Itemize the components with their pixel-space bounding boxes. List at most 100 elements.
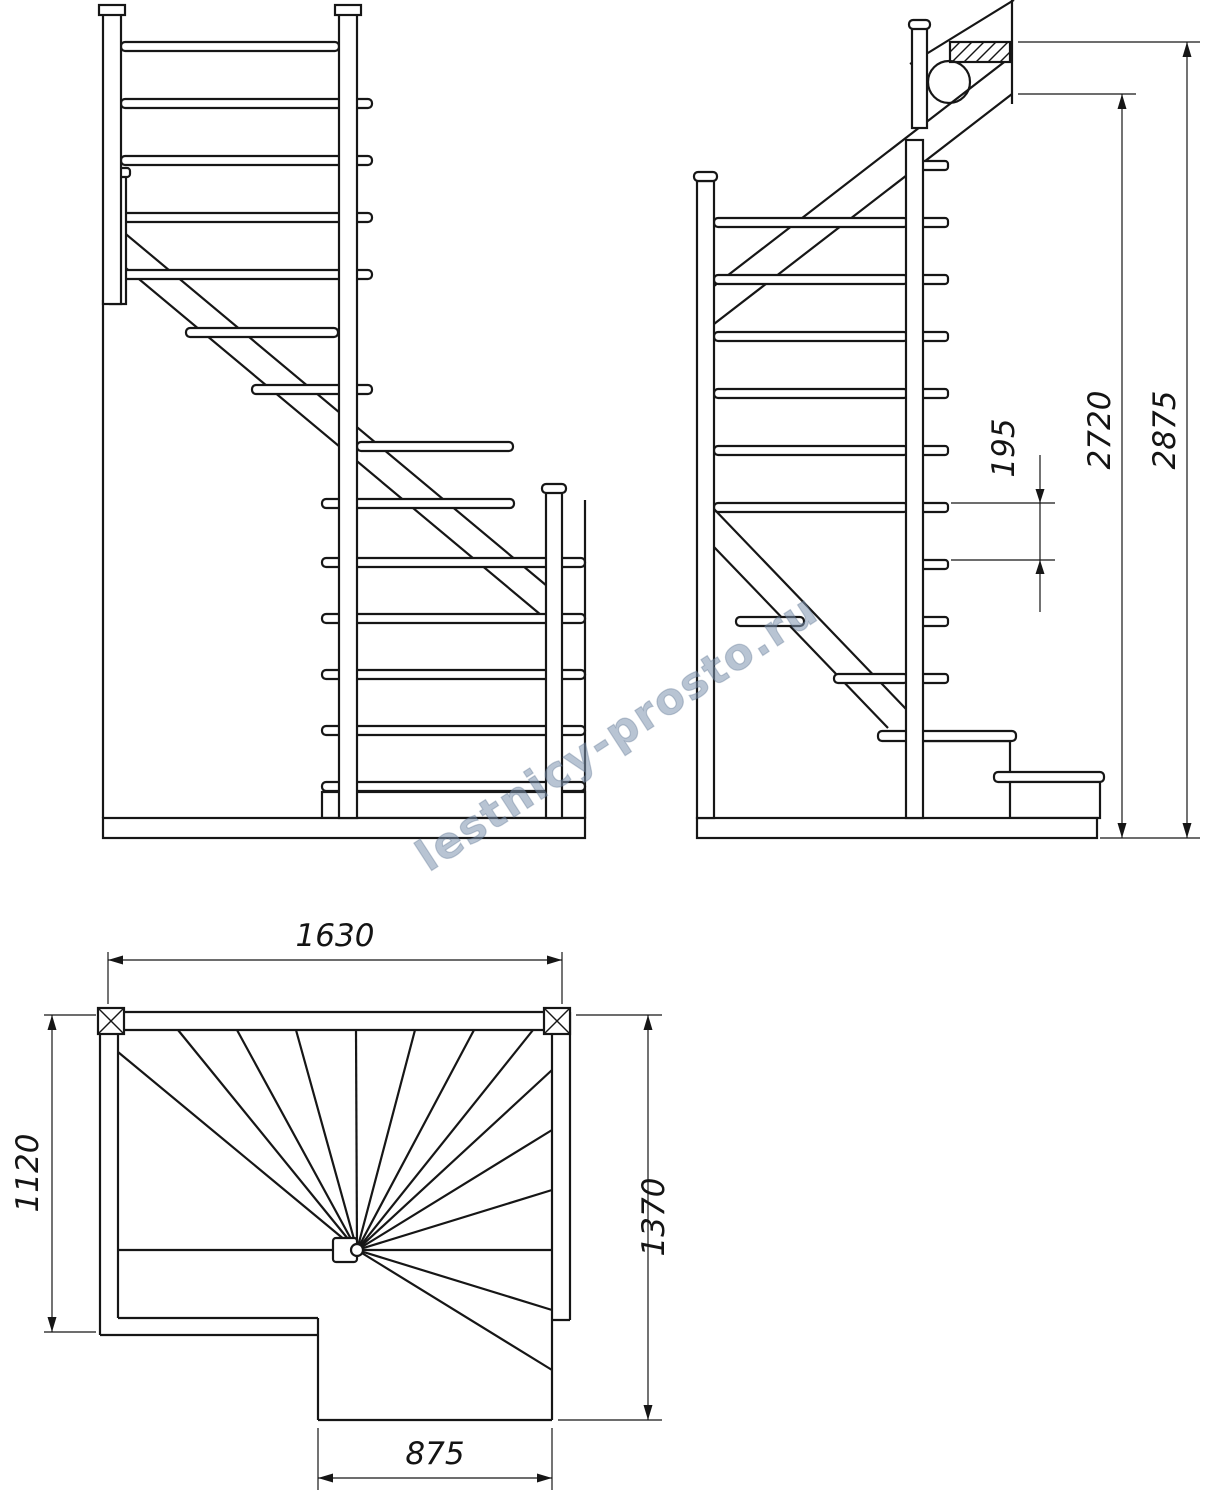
tread-stub	[919, 501, 950, 514]
plan-winder-fan	[117, 1029, 553, 1371]
arrowhead	[1182, 823, 1192, 838]
arrowhead	[537, 1473, 552, 1483]
dimension-value: 1120	[10, 1134, 46, 1213]
arrowhead	[47, 1015, 57, 1030]
plan-center-post	[331, 1236, 365, 1264]
tread-edge	[355, 1029, 417, 1251]
tread-edge	[356, 1129, 553, 1251]
arrowhead	[547, 955, 562, 965]
side-posts	[692, 18, 932, 820]
side-stringer-upper	[713, 55, 1013, 287]
rail-bar	[712, 387, 910, 400]
tread-stub	[919, 273, 950, 286]
rail-bar	[712, 501, 910, 514]
side-base-plate	[695, 816, 1099, 840]
rail-bar	[712, 330, 910, 343]
tread-edge	[354, 1029, 359, 1251]
plan-walls	[98, 1010, 572, 1422]
side-stringer-lower	[713, 93, 1013, 325]
tread-edge	[356, 1069, 553, 1251]
side-rails	[712, 216, 910, 514]
center-post	[337, 12, 359, 820]
rail-bar	[712, 216, 910, 229]
plan-width-dimension: 1630	[107, 918, 563, 1004]
plan-corner-posts	[96, 1006, 572, 1036]
tread-stub	[919, 387, 950, 400]
front-elevation-view	[97, 3, 587, 840]
front-lower-rails	[320, 556, 587, 793]
hatch-line	[999, 51, 1011, 63]
arrowhead	[1182, 42, 1192, 57]
post-cap	[97, 3, 127, 17]
clear-height-dimension: 2720	[1018, 93, 1136, 838]
front-upper-rails	[119, 40, 374, 281]
post-cap	[907, 18, 932, 31]
arrowhead	[1117, 823, 1127, 838]
dimension-value: 2720	[1082, 391, 1118, 470]
front-stringer-upper	[120, 229, 548, 587]
floor-slab	[948, 40, 1012, 64]
arrowhead	[1117, 94, 1127, 109]
plan-right-depth-dimension: 1370	[558, 1014, 672, 1421]
arrowhead	[1035, 560, 1045, 574]
tread-edge	[356, 1249, 553, 1371]
front-base-block	[320, 790, 587, 820]
total-height-dimension: 2875	[1018, 41, 1200, 839]
dimensions: 1630 1120 1370 875	[10, 41, 1200, 1490]
tread-stub	[919, 558, 950, 571]
tread-stub	[919, 159, 950, 172]
dimension-value: 2875	[1147, 391, 1183, 470]
tread-stub	[919, 672, 950, 685]
center-pole	[349, 1242, 365, 1258]
newel-post	[695, 179, 716, 820]
handrail-volute	[926, 59, 972, 105]
hatch-line	[949, 41, 961, 53]
post-cap	[333, 3, 363, 17]
hatch-line	[987, 41, 1009, 63]
tread-edge	[177, 1029, 358, 1251]
side-bottom-steps	[876, 729, 1106, 820]
tread-edge	[117, 1051, 358, 1251]
rail-bar	[119, 211, 374, 224]
tread-stub	[919, 444, 950, 457]
tread-stub	[919, 216, 950, 229]
dimension-value: 1370	[636, 1178, 672, 1257]
exit-width-dimension: 875	[317, 1428, 553, 1490]
dimension-value: 195	[986, 418, 1022, 477]
tread-bar	[184, 326, 340, 339]
tread-stub	[919, 615, 950, 628]
tread-bar	[734, 615, 806, 628]
landing-floor-slab	[926, 40, 1012, 105]
hatch-line	[951, 41, 973, 63]
tread-stub	[919, 330, 950, 343]
tread-bar	[320, 497, 516, 510]
rail-bar	[119, 268, 374, 281]
plan-left-depth-dimension: 1120	[10, 1014, 96, 1333]
arrowhead	[318, 1473, 333, 1483]
tread-edge	[294, 1029, 359, 1251]
center-post	[904, 138, 925, 820]
arrowhead	[47, 1317, 57, 1332]
post-cross	[543, 1007, 571, 1035]
tread-edge	[356, 1029, 475, 1251]
post-cap	[540, 482, 568, 495]
side-tread-stubs	[919, 159, 950, 685]
step-block	[1008, 780, 1102, 820]
dimension-value: 875	[405, 1436, 464, 1472]
landing-post	[910, 26, 929, 130]
tread-bar	[355, 440, 515, 453]
arrowhead	[643, 1015, 653, 1030]
side-elevation-view	[692, 0, 1106, 840]
post-cross	[97, 1007, 125, 1035]
post-cap	[692, 170, 719, 183]
arrowhead	[108, 955, 123, 965]
front-posts	[97, 3, 568, 820]
arrowhead	[1035, 489, 1045, 503]
lower-stringer	[713, 546, 889, 729]
tread-edge	[356, 1188, 553, 1252]
tread-bar	[832, 672, 910, 685]
step-nosing	[876, 729, 1018, 743]
side-lower-flight	[713, 508, 910, 729]
arrowhead	[643, 1405, 653, 1420]
